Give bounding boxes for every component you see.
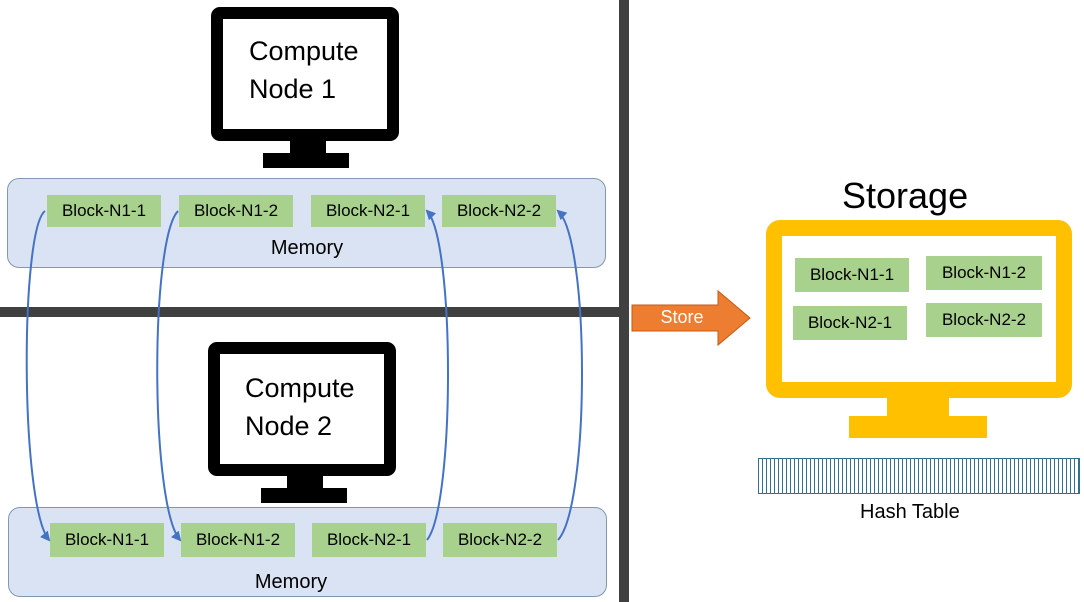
- storage-block-n2-1: Block-N2-1: [793, 306, 907, 340]
- compute-node-2-label: Compute Node 2: [245, 369, 355, 445]
- memory-1-block-n1-1: Block-N1-1: [47, 195, 161, 227]
- horizontal-divider: [0, 307, 624, 317]
- store-label: Store: [660, 307, 704, 327]
- arrow-n1-1-down: [25, 210, 51, 542]
- arrow-n1-2-down: [156, 210, 182, 542]
- compute-node-2-line2: Node 2: [245, 411, 333, 441]
- vertical-divider: [619, 0, 629, 602]
- memory-1-label: Memory: [270, 237, 344, 259]
- storage-block-n2-2: Block-N2-2: [926, 303, 1042, 337]
- compute-node-2-line1: Compute: [245, 373, 355, 403]
- memory-1-block-n2-2: Block-N2-2: [442, 195, 556, 227]
- storage-block-n1-2: Block-N1-2: [926, 256, 1042, 290]
- hash-table-strip: [758, 458, 1080, 494]
- memory-1-block-n1-2: Block-N1-2: [179, 195, 293, 227]
- compute-node-1-line1: Compute: [249, 36, 359, 66]
- hash-table-label: Hash Table: [860, 501, 960, 523]
- compute-node-2-monitor-icon: [208, 342, 396, 503]
- compute-node-1-label: Compute Node 1: [249, 32, 359, 108]
- compute-node-1-monitor-icon: [211, 7, 399, 168]
- compute-node-1-line2: Node 1: [249, 74, 337, 104]
- store-arrow-shape: [631, 289, 751, 347]
- arrow-n2-2-up: [556, 209, 583, 541]
- storage-title: Storage: [842, 175, 969, 216]
- memory-1-block-n2-1: Block-N2-1: [311, 195, 425, 227]
- memory-2-block-n2-1: Block-N2-1: [312, 523, 426, 557]
- memory-2-block-n1-1: Block-N1-1: [50, 523, 164, 557]
- storage-block-n1-1: Block-N1-1: [795, 258, 909, 292]
- memory-2-block-n2-2: Block-N2-2: [443, 523, 557, 557]
- arrow-n2-1-up: [425, 209, 449, 541]
- memory-2-label: Memory: [254, 571, 328, 593]
- memory-2-block-n1-2: Block-N1-2: [181, 523, 295, 557]
